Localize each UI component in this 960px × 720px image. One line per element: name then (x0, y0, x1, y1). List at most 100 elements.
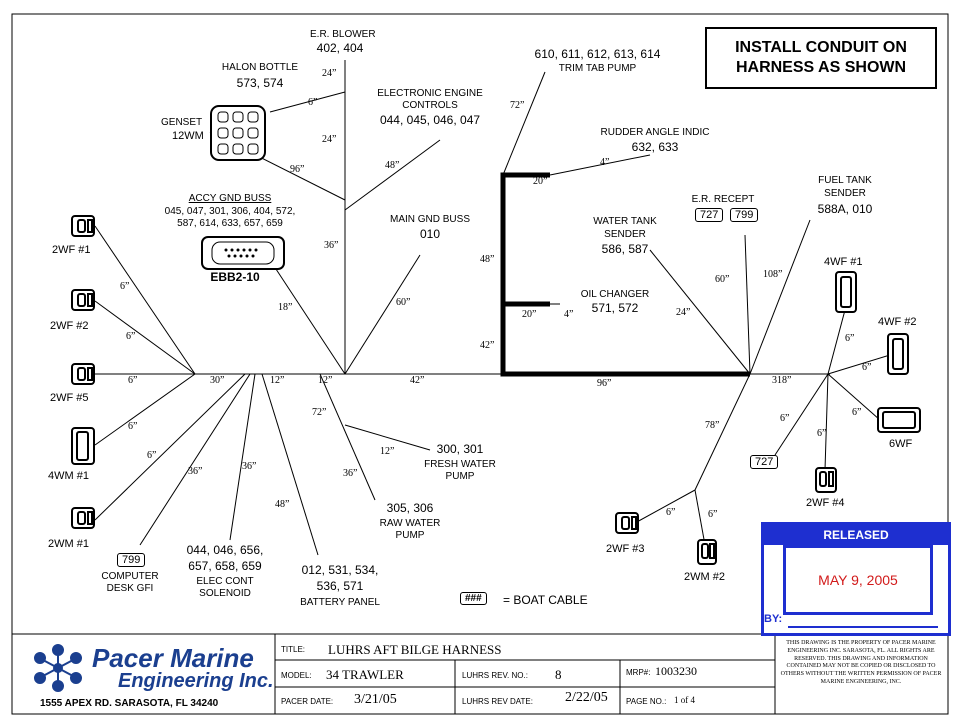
dim-label: 42” (480, 340, 495, 351)
legend-symbol: ### (460, 592, 487, 605)
company-name-2: Engineering Inc. (118, 670, 274, 692)
battery-wires-1: 012, 531, 534, (301, 563, 379, 577)
dim-label: 36” (324, 240, 339, 251)
install-note-line2: HARNESS AS SHOWN (735, 59, 907, 76)
company-name-1: Pacer Marine (92, 643, 254, 673)
dim-label: 72” (510, 100, 525, 111)
electronic-engine-wires: 044, 045, 046, 047 (379, 113, 481, 127)
dim-label: 6” (308, 97, 318, 108)
dim-label: 6” (128, 375, 138, 386)
mrp-label: MRP#: (626, 668, 651, 677)
connector-2wf-4-label: 2WF #4 (806, 497, 845, 509)
connector-6wf-label: 6WF (889, 438, 913, 450)
released-date: MAY 9, 2005 (818, 572, 898, 588)
released-header: RELEASED (764, 525, 948, 545)
dim-label: 60” (396, 297, 411, 308)
2wm-1-connector-icon (71, 507, 95, 529)
er-recept-box-727: 727 (695, 208, 724, 222)
title-value: LUHRS AFT BILGE HARNESS (328, 642, 502, 657)
connector-2wm-2-label: 2WM #2 (684, 571, 725, 583)
dim-label: 60” (715, 274, 730, 285)
dim-label: 6” (666, 507, 676, 518)
electronic-engine-label-2: CONTROLS (402, 100, 458, 111)
pacer-date-label: PACER DATE: (281, 697, 334, 706)
elec-cont-label-2: SOLENOID (199, 588, 251, 599)
dim-label: 42” (410, 375, 425, 386)
er-blower-wires: 402, 404 (316, 41, 364, 55)
connector-box-727: 727 (750, 455, 779, 469)
main-gnd-label: MAIN GND BUSS (389, 214, 470, 225)
connector-2wm-1-label: 2WM #1 (48, 538, 89, 550)
dim-label: 36” (242, 461, 257, 472)
elec-cont-wires-2: 657, 658, 659 (188, 559, 262, 573)
dim-label: 6” (780, 413, 790, 424)
2wf-1-connector-icon (71, 215, 95, 237)
battery-label: BATTERY PANEL (300, 597, 380, 608)
fresh-water-wires: 300, 301 (436, 442, 484, 456)
halon-bottle-label: HALON BOTTLE (221, 62, 299, 73)
connector-4wf-1-label: 4WF #1 (824, 256, 863, 268)
computer-box-799: 799 (117, 553, 146, 567)
dim-label: 318” (772, 375, 792, 386)
dim-label: 6” (708, 509, 718, 520)
er-recept-label: E.R. RECEPT (691, 194, 755, 205)
dim-label: 30” (210, 375, 225, 386)
dim-label: 48” (275, 499, 290, 510)
connector-4wm-1-label: 4WM #1 (48, 470, 89, 482)
accy-gnd-connector: EBB2-10 (210, 270, 260, 284)
model-label: MODEL: (281, 671, 312, 680)
2wm-2-connector-icon (697, 539, 717, 565)
accy-gnd-label: ACCY GND BUSS (188, 193, 272, 204)
4wf-2-connector-icon (887, 333, 909, 375)
dim-label: 4” (564, 309, 574, 320)
accy-gnd-connector-icon (201, 236, 285, 270)
dim-label: 48” (385, 160, 400, 171)
install-note-line1: INSTALL CONDUIT ON (735, 39, 907, 56)
4wm-1-connector-icon (71, 427, 95, 465)
4wf-1-connector-icon (835, 271, 857, 313)
dim-label: 6” (147, 450, 157, 461)
wire-branches (94, 60, 891, 556)
dim-label: 24” (676, 307, 691, 318)
connector-2wf-3-label: 2WF #3 (606, 543, 645, 555)
dim-label: 12” (270, 375, 285, 386)
property-notice: THIS DRAWING IS THE PROPERTY OF PACER MA… (780, 640, 942, 685)
dim-label: 6” (862, 362, 872, 373)
page-no-label: PAGE NO.: (626, 697, 667, 706)
fresh-water-label-2: PUMP (445, 471, 475, 482)
dim-label: 4” (600, 157, 610, 168)
dim-label: 36” (343, 468, 358, 479)
raw-water-wires: 305, 306 (386, 501, 434, 515)
raw-water-label-2: PUMP (395, 530, 425, 541)
dim-label: 12” (380, 446, 395, 457)
computer-label-2: DESK GFI (106, 583, 154, 594)
company-address: 1555 APEX RD. SARASOTA, FL 34240 (40, 698, 219, 709)
er-recept-box-799: 799 (730, 208, 759, 222)
dim-label: 24” (322, 134, 337, 145)
dim-label: 6” (845, 333, 855, 344)
dim-label: 18” (278, 302, 293, 313)
dim-label: 12” (318, 375, 333, 386)
accy-gnd-wires-1: 045, 047, 301, 306, 404, 572, (164, 206, 296, 217)
2wf-3-connector-icon (615, 512, 639, 534)
dim-label: 6” (852, 407, 862, 418)
legend-text: = BOAT CABLE (503, 593, 588, 607)
dim-label: 108” (763, 269, 783, 280)
pacer-date-value: 3/21/05 (354, 692, 397, 707)
dim-label: 78” (705, 420, 720, 431)
connector-2wf-1-label: 2WF #1 (52, 244, 91, 256)
water-tank-wires: 586, 587 (601, 242, 649, 256)
luhrs-rev-date-value: 2/22/05 (565, 690, 608, 705)
halon-bottle-wires: 573, 574 (236, 76, 284, 90)
dim-label: 6” (817, 428, 827, 439)
connector-4wf-2-label: 4WF #2 (878, 316, 917, 328)
oil-changer-label: OIL CHANGER (580, 289, 650, 300)
trim-tab-label: TRIM TAB PUMP (558, 63, 637, 74)
dim-label: 6” (126, 331, 136, 342)
released-stamp: RELEASED MAY 9, 2005 BY: (761, 522, 951, 636)
genset-code: 12WM (172, 130, 204, 142)
dim-label: 48” (480, 254, 495, 265)
main-gnd-wires: 010 (419, 227, 441, 241)
